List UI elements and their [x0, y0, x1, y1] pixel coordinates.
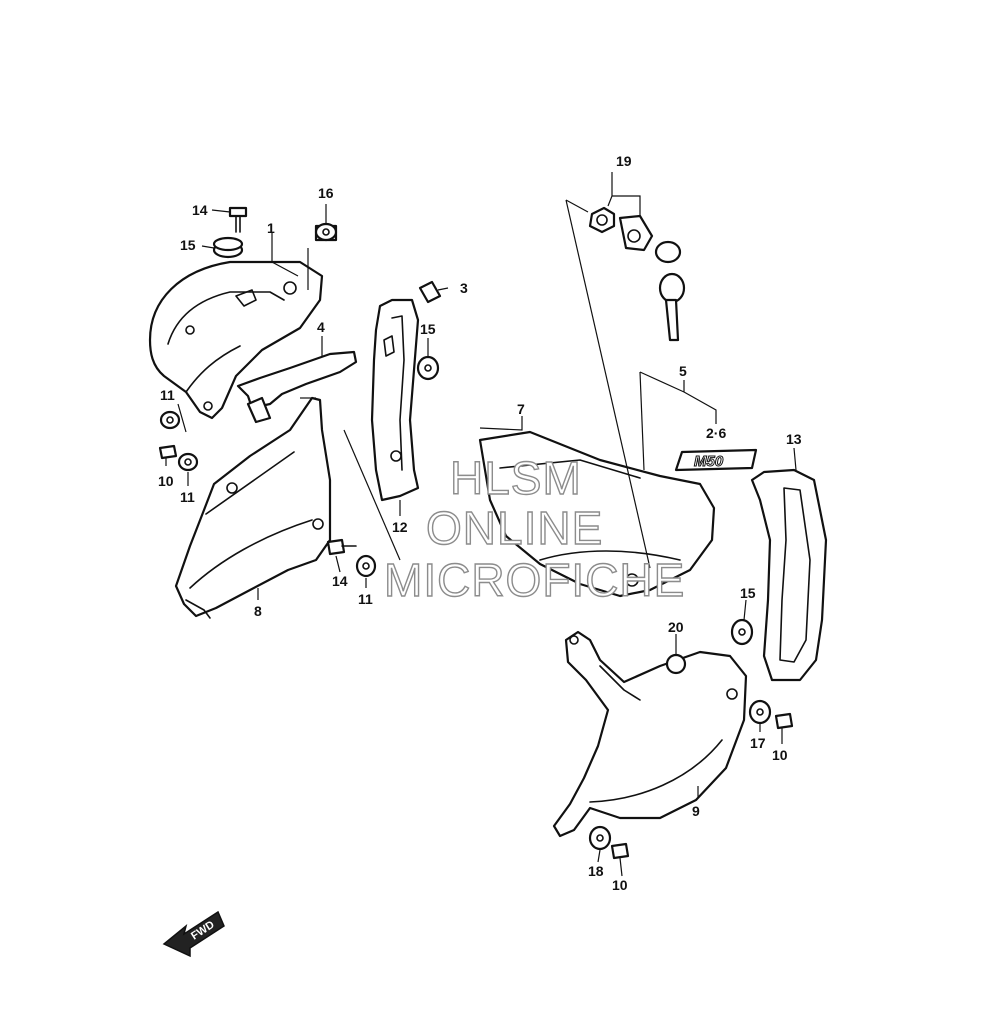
- label-16: 16: [318, 185, 334, 201]
- label-14: 14: [332, 573, 348, 589]
- label-11: 11: [358, 591, 373, 607]
- label-9: 9: [692, 803, 700, 819]
- watermark-line2: ONLINE: [426, 502, 603, 554]
- label-11: 11: [180, 489, 195, 505]
- label-13: 13: [786, 431, 802, 447]
- label-10: 10: [612, 877, 628, 893]
- label-15: 15: [180, 237, 196, 253]
- hardware-left: [158, 206, 442, 578]
- part-7-tank-cover: [478, 430, 716, 598]
- fwd-arrow: FWD: [162, 910, 225, 958]
- label-7: 7: [517, 401, 525, 417]
- hardware-right: [588, 618, 794, 860]
- watermark-line1: HLSM: [450, 452, 582, 504]
- label-20: 20: [668, 619, 684, 635]
- label-10: 10: [772, 747, 788, 763]
- label-15: 15: [740, 585, 756, 601]
- callout-labels: 14 15 16 1 4 3 15 11 10 11 8 12 14 11 19…: [158, 153, 802, 893]
- emblem-text: M50: [694, 453, 724, 470]
- part-9-side-cover: [552, 630, 748, 838]
- label-19: 19: [616, 153, 632, 169]
- reference-lines: [300, 199, 651, 569]
- part-19-lock-set: [588, 206, 686, 342]
- label-17: 17: [750, 735, 766, 751]
- part-8-side-panel: [174, 396, 332, 619]
- part-1-cover: [148, 260, 324, 420]
- label-4: 4: [317, 319, 325, 335]
- part-4-bracket: [236, 350, 358, 424]
- label-14: 14: [192, 202, 208, 218]
- label-8: 8: [254, 603, 262, 619]
- part-13-side-rail: [750, 468, 828, 682]
- label-2-6: 2·6: [706, 425, 726, 441]
- leader-lines: [165, 172, 797, 877]
- label-15: 15: [420, 321, 436, 337]
- label-1: 1: [267, 220, 275, 236]
- watermark: HLSM ONLINE MICROFICHE: [383, 451, 685, 606]
- watermark-line3: MICROFICHE: [384, 554, 685, 606]
- label-18: 18: [588, 863, 604, 879]
- label-10: 10: [158, 473, 174, 489]
- emblem-badge: M50: [674, 448, 758, 472]
- label-5: 5: [679, 363, 687, 379]
- label-3: 3: [460, 280, 468, 296]
- label-11: 11: [160, 387, 175, 403]
- part-12-frame-bracket: [370, 298, 420, 502]
- label-12: 12: [392, 519, 408, 535]
